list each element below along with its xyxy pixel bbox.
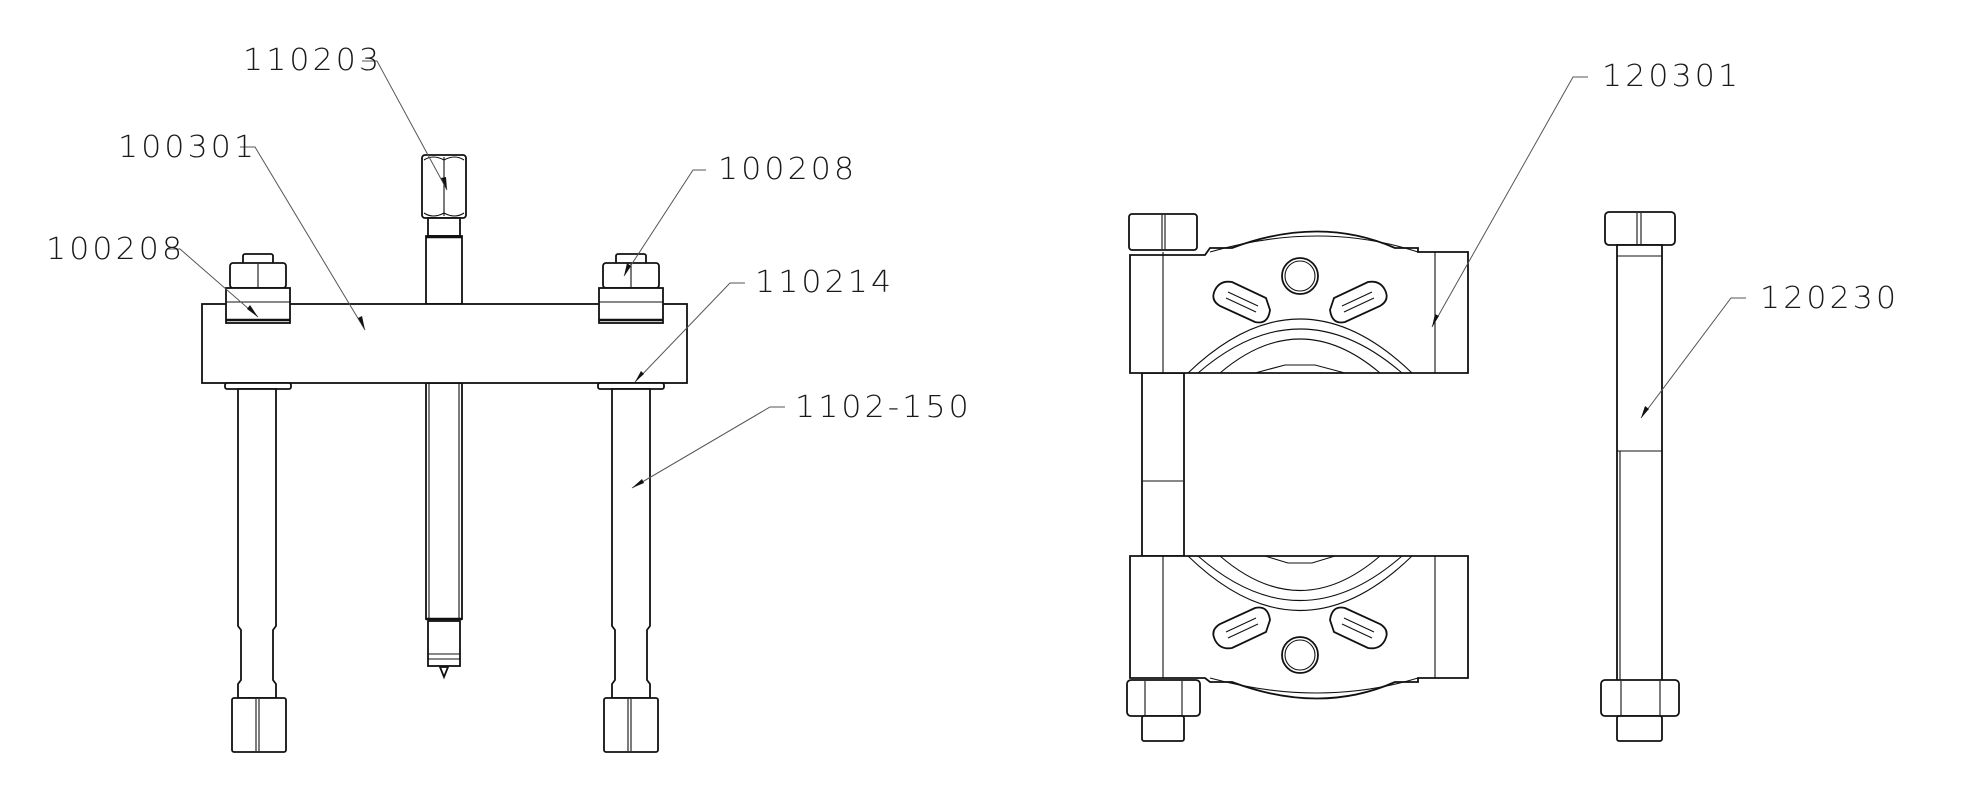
top-nut-right [598, 253, 664, 324]
separator-bolt [1600, 211, 1680, 742]
leader-lines-left [167, 60, 785, 489]
separator-assembly [1126, 76, 1746, 742]
callout-110214: 110214 [755, 265, 895, 300]
puller-assembly [167, 60, 785, 753]
callout-120230: 120230 [1760, 281, 1900, 316]
callout-110203: 110203 [243, 43, 383, 78]
separator-upper-jaw [1129, 230, 1469, 374]
callout-100208-left: 100208 [46, 232, 186, 267]
leg-left [231, 388, 287, 753]
leg-right [603, 388, 659, 753]
leader-lines-right [1431, 76, 1746, 419]
callout-120301: 120301 [1602, 59, 1742, 94]
callout-100301: 100301 [118, 130, 258, 165]
callout-1102-150: 1102-150 [795, 390, 972, 425]
forcing-screw [421, 154, 467, 680]
callout-100208-right: 100208 [718, 152, 858, 187]
top-nut-left [225, 253, 291, 324]
separator-lower-jaw [1126, 555, 1469, 742]
separator-left-bolt [1128, 213, 1198, 557]
